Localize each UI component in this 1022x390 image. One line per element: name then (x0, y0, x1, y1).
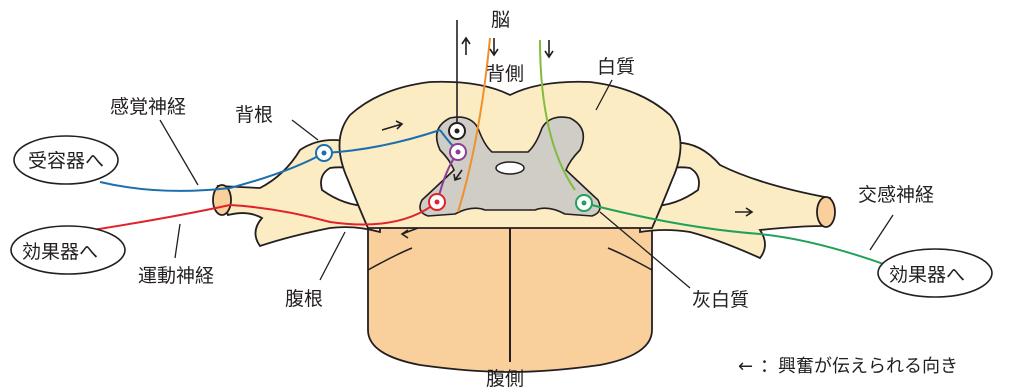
label-dorsal: 背側 (486, 63, 524, 85)
central-canal (496, 162, 524, 174)
legend-arrow-icon: ← (738, 356, 753, 377)
label-motor-nerve: 運動神経 (138, 265, 214, 287)
interneuron-nucleus (456, 150, 461, 155)
sympathetic-nucleus (582, 201, 587, 206)
leader-motor-nerve (175, 224, 180, 258)
label-effector-left: 効果器へ (22, 241, 98, 263)
motor-nucleus (435, 200, 440, 205)
label-sympathetic-nerve: 交感神経 (858, 184, 934, 206)
label-ventral-root: 腹根 (285, 288, 323, 310)
leader-ventral-root (320, 232, 345, 280)
sensory-nucleus (322, 151, 327, 156)
leader-dorsal-root (292, 120, 318, 140)
label-receptor: 受容器へ (28, 150, 104, 172)
arrow-up-icon (462, 38, 470, 55)
upper-neuron-nucleus (455, 129, 460, 134)
arrow-down-icon (545, 40, 553, 57)
leader-sympathetic-nerve (870, 215, 893, 250)
label-gray-matter: 灰白質 (692, 289, 749, 311)
arrow-down-icon (490, 38, 498, 55)
label-effector-right: 効果器へ (889, 264, 965, 286)
label-ventral: 腹側 (486, 368, 524, 390)
label-dorsal-root: 背根 (235, 104, 273, 126)
label-brain: 脳 (491, 9, 510, 31)
label-white-matter: 白質 (597, 56, 635, 78)
right-nerve-cut-end (817, 197, 835, 227)
label-sensory-nerve: 感覚神経 (110, 96, 186, 118)
legend-text: ：興奮が伝えられる向き (760, 356, 958, 377)
leader-sensory-nerve (160, 120, 198, 185)
